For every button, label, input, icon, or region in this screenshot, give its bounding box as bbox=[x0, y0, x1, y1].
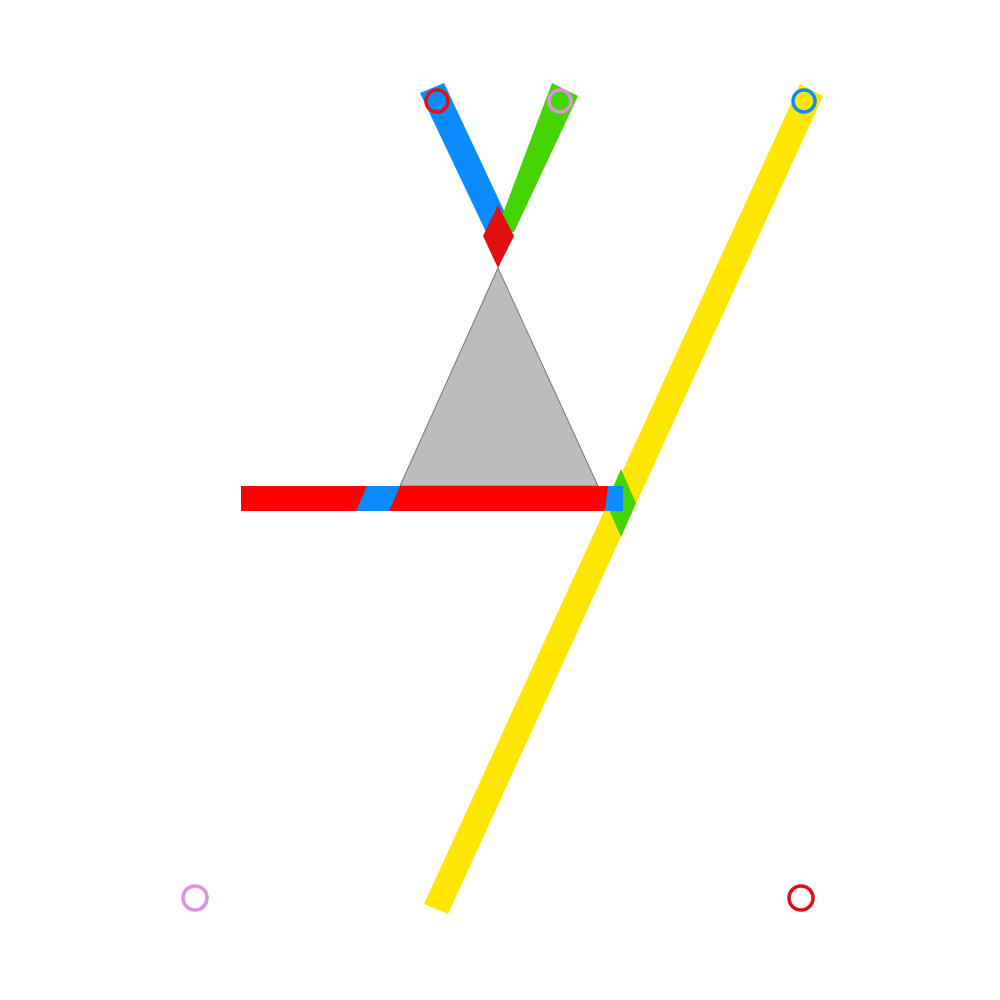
red-ring-marker-bottom[interactable] bbox=[787, 884, 815, 912]
blue-overlap-sliver[interactable] bbox=[605, 486, 623, 511]
pink-ring-marker-bottom[interactable] bbox=[181, 884, 209, 912]
red-strip-piece[interactable] bbox=[241, 486, 623, 511]
green-strip-piece[interactable] bbox=[496, 83, 578, 232]
blue-overlap-patch[interactable] bbox=[356, 486, 400, 511]
red-junction-piece[interactable] bbox=[483, 205, 514, 268]
blue-ring-marker[interactable] bbox=[791, 88, 817, 114]
blue-strip-piece[interactable] bbox=[420, 83, 514, 232]
pink-ring-marker[interactable] bbox=[547, 88, 573, 114]
red-ring-marker[interactable] bbox=[424, 88, 450, 114]
